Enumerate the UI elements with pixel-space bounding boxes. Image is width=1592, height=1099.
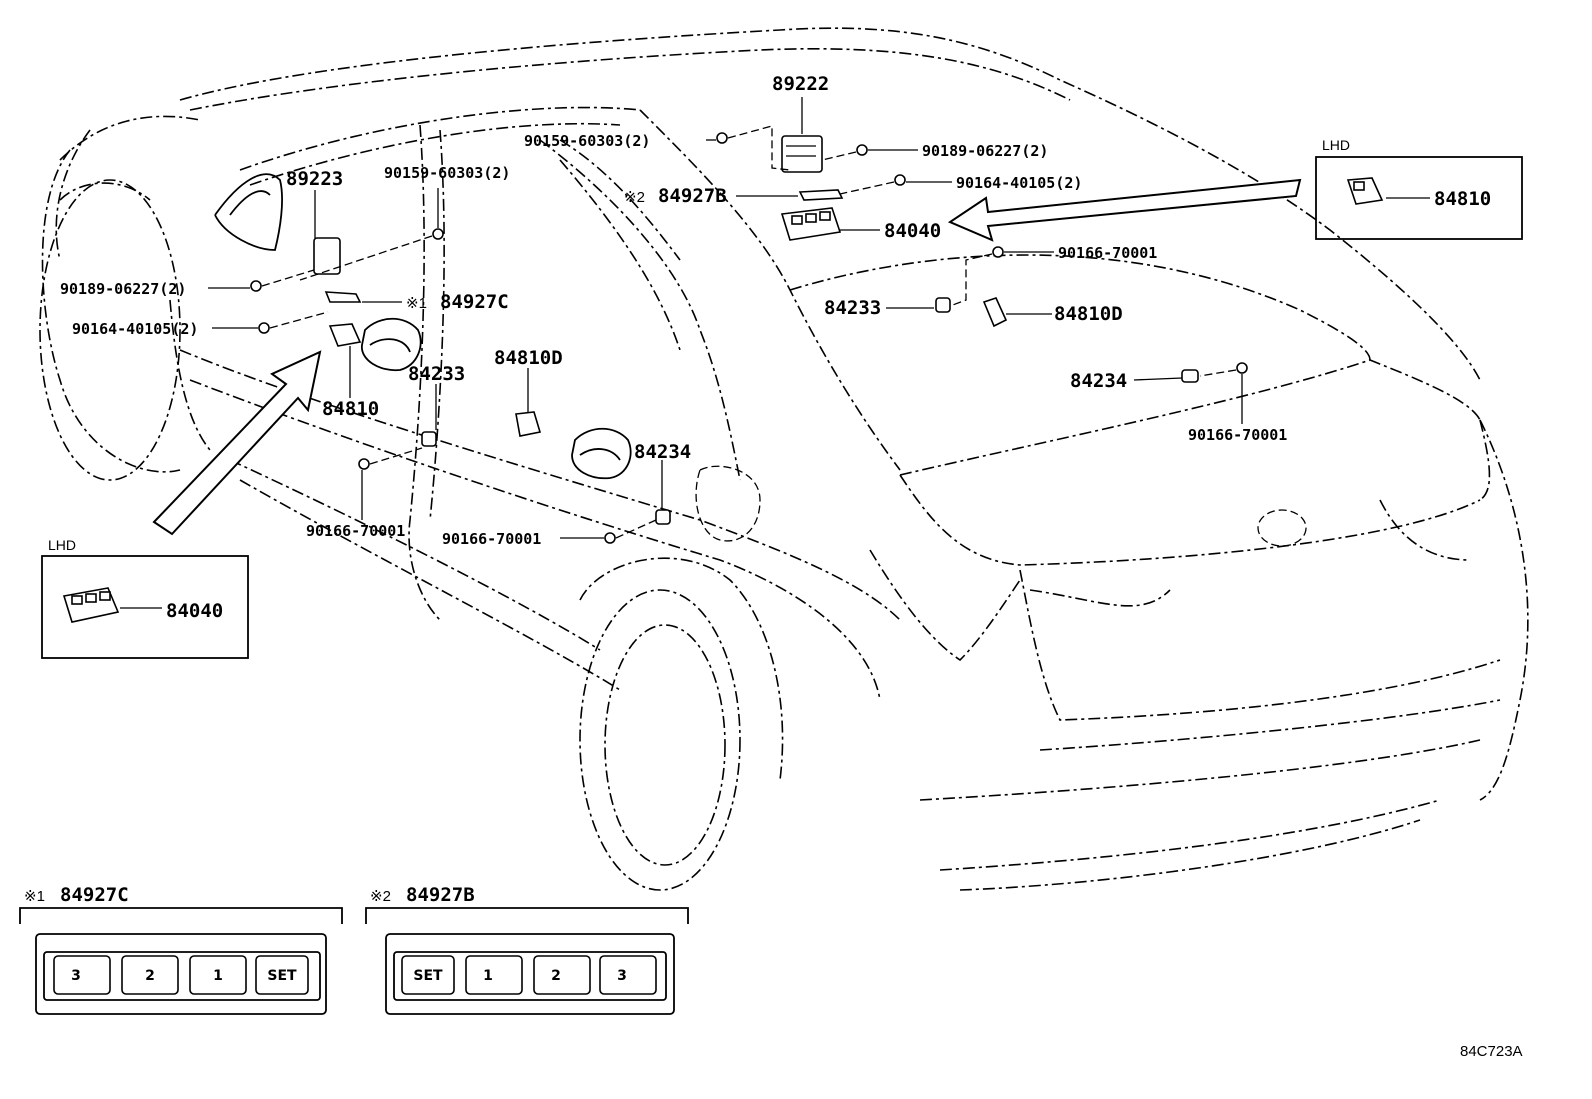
label-84234-left: 84234 bbox=[634, 441, 691, 463]
label-89222: 89222 bbox=[772, 73, 829, 95]
label-84927b: 84927B bbox=[658, 185, 727, 207]
rear-door-handle bbox=[571, 427, 632, 480]
label-90189-right: 90189-06227(2) bbox=[922, 142, 1048, 160]
label-84810-left: 84810 bbox=[322, 398, 379, 420]
switch-84810-left-icon bbox=[328, 323, 362, 347]
ecu-89222-icon bbox=[781, 135, 823, 173]
detail-2-button-1: 1 bbox=[483, 968, 493, 984]
detail-1-button-set: SET bbox=[267, 968, 297, 984]
ecu-89223-icon bbox=[313, 237, 341, 275]
switch-84040-right-icon bbox=[780, 207, 842, 241]
detail-1-button-1: 3 bbox=[71, 968, 81, 984]
label-89223: 89223 bbox=[286, 168, 343, 190]
mark-1-label: ※1 bbox=[406, 295, 427, 312]
detail-1-button-3: 1 bbox=[213, 968, 223, 984]
label-90166-right-2: 90166-70001 bbox=[1188, 426, 1287, 444]
switch-84040-lhd-icon bbox=[62, 587, 120, 623]
leader-lines bbox=[120, 97, 1430, 609]
detail-84927c: ※1 84927C 3 2 1 SET bbox=[19, 884, 343, 1015]
switch-84927b-icon bbox=[798, 189, 844, 201]
detail-2-mark: ※2 bbox=[370, 888, 391, 905]
switch-84810d-left-icon bbox=[515, 411, 542, 437]
switch-84810d-right-icon bbox=[982, 297, 1008, 328]
switch-84927c-icon bbox=[324, 291, 362, 303]
arrow-to-84810 bbox=[152, 350, 322, 536]
detail-1-mark: ※1 bbox=[24, 888, 45, 905]
detail-2-button-2: 2 bbox=[551, 968, 561, 984]
label-84040-right: 84040 bbox=[884, 220, 941, 242]
label-84234-right: 84234 bbox=[1070, 370, 1127, 392]
assembly-lines bbox=[261, 125, 1237, 539]
lhd-inset-top bbox=[1315, 156, 1523, 240]
detail-2-title: 84927B bbox=[406, 884, 475, 906]
switch-84234-left-icon bbox=[655, 509, 671, 525]
front-door-handle bbox=[361, 317, 422, 372]
detail-2-button-3: 3 bbox=[617, 968, 627, 984]
label-90166-left-2: 90166-70001 bbox=[442, 530, 541, 548]
mark-2-label: ※2 bbox=[624, 189, 645, 206]
switch-84810-lhd-icon bbox=[1346, 177, 1384, 205]
detail-1-buttons: 3 2 1 SET bbox=[53, 955, 309, 995]
arrow-to-84040 bbox=[947, 178, 1302, 242]
lhd-top-label: LHD bbox=[1322, 137, 1350, 153]
label-90166-left-1: 90166-70001 bbox=[306, 522, 405, 540]
switch-84234-right-icon bbox=[1181, 369, 1199, 383]
label-90164-right: 90164-40105(2) bbox=[956, 174, 1082, 192]
label-90189-left: 90189-06227(2) bbox=[60, 280, 186, 298]
diagram-code: 84C723A bbox=[1460, 1043, 1523, 1060]
label-90159-right: 90159-60303(2) bbox=[524, 132, 650, 150]
detail-2-button-set: SET bbox=[413, 968, 443, 984]
label-84810d-right: 84810D bbox=[1054, 303, 1123, 325]
label-84810d-left: 84810D bbox=[494, 347, 563, 369]
screw-icons bbox=[250, 132, 1248, 544]
part-labels: 89222 90159-60303(2) 90189-06227(2) 9016… bbox=[48, 73, 1491, 622]
switch-84233-left-icon bbox=[421, 431, 437, 447]
detail-1-button-2: 2 bbox=[145, 968, 155, 984]
lhd-bottom-label: LHD bbox=[48, 537, 76, 553]
label-84927c: 84927C bbox=[440, 291, 509, 313]
label-90164-left: 90164-40105(2) bbox=[72, 320, 198, 338]
detail-1-title: 84927C bbox=[60, 884, 129, 906]
switch-84233-right-icon bbox=[935, 297, 951, 313]
label-90159-left: 90159-60303(2) bbox=[384, 164, 510, 182]
label-90166-right-1: 90166-70001 bbox=[1058, 244, 1157, 262]
label-84233-right: 84233 bbox=[824, 297, 881, 319]
label-84233-left: 84233 bbox=[408, 363, 465, 385]
label-84040-lhd: 84040 bbox=[166, 600, 223, 622]
detail-84927b: ※2 84927B SET 1 2 3 bbox=[365, 884, 689, 1015]
lhd-inset-bottom bbox=[41, 555, 249, 659]
detail-2-buttons: SET 1 2 3 bbox=[401, 955, 657, 995]
label-84810-lhd: 84810 bbox=[1434, 188, 1491, 210]
